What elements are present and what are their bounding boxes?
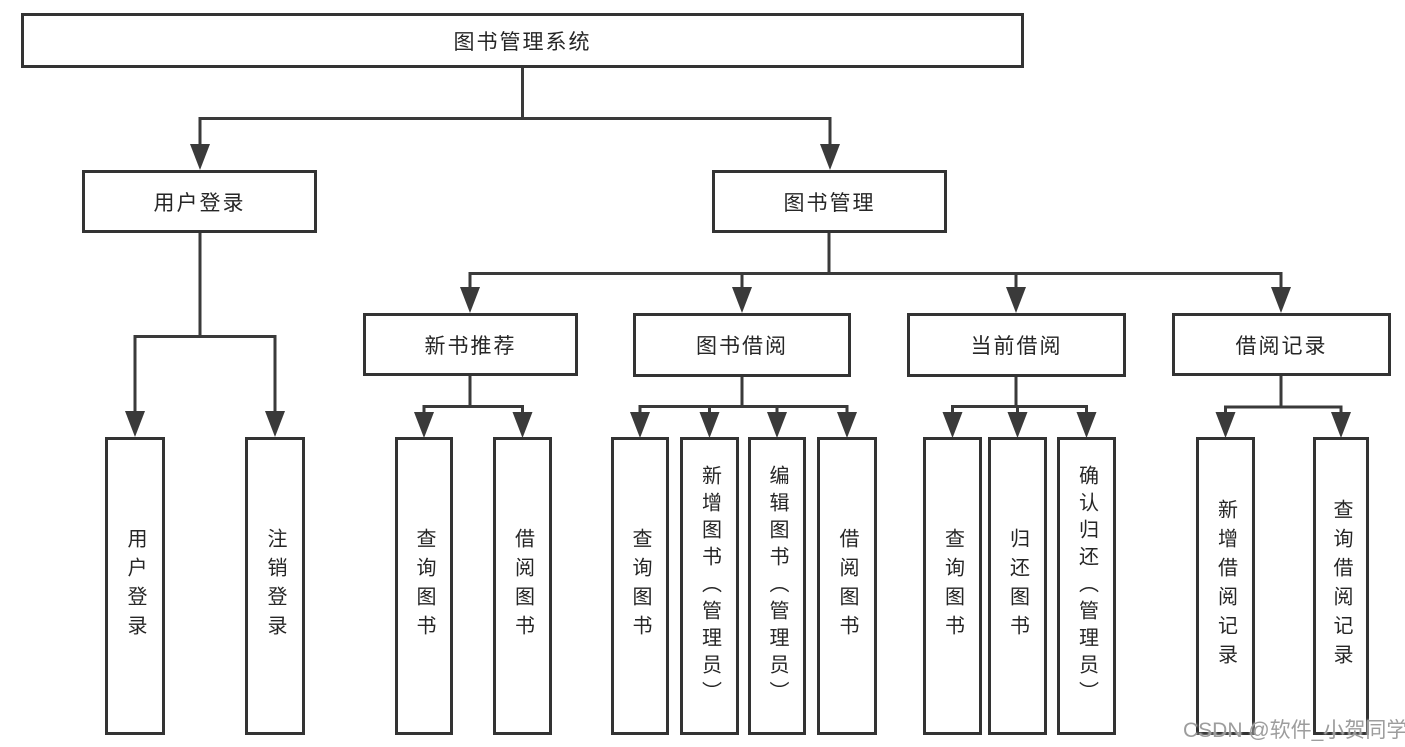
node-leaf-confirm-return-label: 确认归还（管理员） [1075, 464, 1098, 708]
node-leaf-borrow-book-recommend: 借阅图书 [493, 437, 552, 735]
node-leaf-edit-book: 编辑图书（管理员） [748, 437, 806, 735]
node-current-borrow-label: 当前借阅 [970, 335, 1063, 358]
node-leaf-query-book-borrow-label: 查询图书 [629, 528, 651, 644]
node-root-label: 图书管理系统 [453, 30, 592, 54]
node-leaf-query-book-current-label: 查询图书 [941, 528, 964, 644]
node-leaf-query-borrow-record-label: 查询借阅记录 [1330, 499, 1352, 673]
node-leaf-borrow-book-borrow-label: 借阅图书 [836, 528, 858, 644]
node-leaf-user-login: 用户登录 [105, 437, 165, 735]
node-leaf-return-book: 归还图书 [988, 437, 1047, 735]
node-borrow-record-label: 借阅记录 [1235, 334, 1328, 358]
node-borrow-record: 借阅记录 [1172, 313, 1391, 376]
node-leaf-logout: 注销登录 [245, 437, 305, 735]
node-user-login-label: 用户登录 [153, 191, 246, 215]
node-leaf-query-book-recommend: 查询图书 [395, 437, 453, 735]
node-leaf-add-borrow-record: 新增借阅记录 [1196, 437, 1255, 735]
node-leaf-return-book-label: 归还图书 [1006, 528, 1029, 644]
node-book-management: 图书管理 [712, 170, 947, 233]
node-leaf-logout-label: 注销登录 [264, 528, 286, 644]
node-leaf-add-book: 新增图书（管理员） [680, 437, 739, 735]
node-leaf-query-book-borrow: 查询图书 [611, 437, 669, 735]
node-user-login: 用户登录 [82, 170, 317, 233]
node-leaf-add-borrow-record-label: 新增借阅记录 [1214, 499, 1237, 673]
node-leaf-confirm-return: 确认归还（管理员） [1057, 437, 1116, 735]
node-root: 图书管理系统 [21, 13, 1024, 68]
node-book-borrow: 图书借阅 [633, 313, 851, 377]
node-new-book-recommend-label: 新书推荐 [424, 334, 517, 358]
node-book-management-label: 图书管理 [783, 191, 876, 215]
node-new-book-recommend: 新书推荐 [363, 313, 578, 376]
arrowheads [125, 144, 1351, 438]
node-current-borrow: 当前借阅 [907, 313, 1126, 377]
node-leaf-query-borrow-record: 查询借阅记录 [1313, 437, 1369, 735]
csdn-watermark: CSDN @软件_小贺同学 [1183, 719, 1405, 742]
node-leaf-query-book-recommend-label: 查询图书 [413, 528, 435, 644]
node-leaf-borrow-book-borrow: 借阅图书 [817, 437, 877, 735]
node-leaf-borrow-book-recommend-label: 借阅图书 [511, 528, 534, 644]
node-leaf-edit-book-label: 编辑图书（管理员） [766, 464, 788, 708]
node-leaf-user-login-label: 用户登录 [124, 528, 146, 644]
node-book-borrow-label: 图书借阅 [696, 335, 788, 358]
node-leaf-query-book-current: 查询图书 [923, 437, 982, 735]
node-leaf-add-book-label: 新增图书（管理员） [698, 464, 721, 708]
